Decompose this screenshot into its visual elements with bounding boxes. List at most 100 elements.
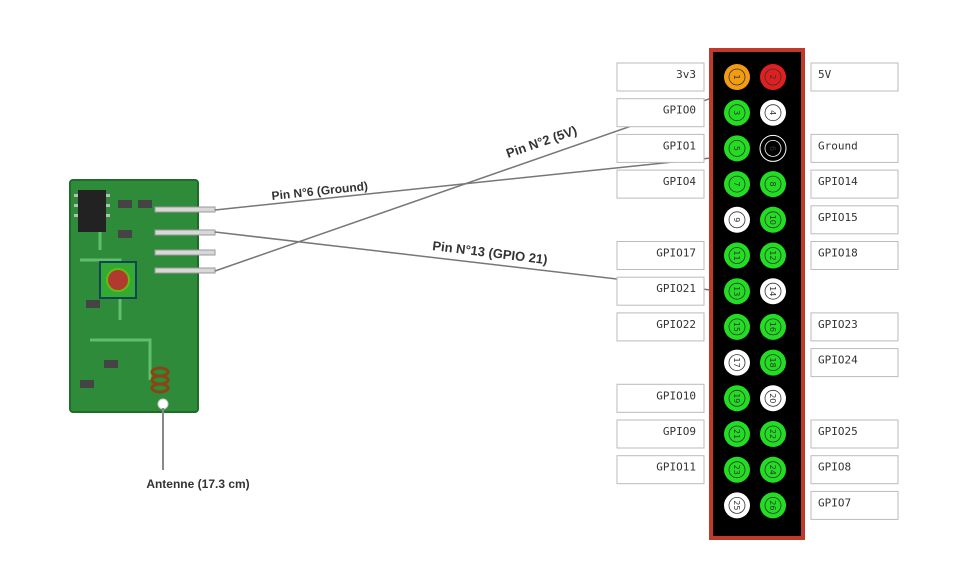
right-label-row11: GPIO25 [810, 419, 899, 449]
pin-23-number: 23 [732, 465, 741, 475]
wire-label-gpio21: Pin N°13 (GPIO 21) [432, 238, 549, 267]
pin-22-number: 22 [768, 429, 777, 439]
left-label-text: GPIO4 [663, 175, 696, 188]
pin-18: 18 [760, 349, 786, 376]
left-label-text: GPIO17 [656, 247, 696, 260]
pin-10: 10 [760, 206, 786, 233]
pin-12-number: 12 [768, 250, 777, 260]
right-label-row6: GPIO18 [810, 241, 899, 270]
right-label-text: GPIO7 [818, 496, 851, 509]
pin-2: 2 [760, 64, 786, 90]
pin-11-ring [728, 247, 746, 264]
pin-26-pad [760, 492, 786, 519]
right-label-box [810, 241, 899, 270]
right-label-box [810, 62, 899, 92]
left-label-row7: GPIO21 [616, 276, 705, 306]
pin-3: 3 [724, 99, 750, 126]
left-label-text: GPIO0 [663, 104, 696, 117]
pin-3-ring [728, 104, 746, 122]
right-label-row5: GPIO15 [810, 205, 899, 235]
module-pin-2 [154, 229, 216, 236]
pin-12: 12 [760, 242, 786, 269]
wire-label-5v: Pin N°2 (5V) [504, 123, 579, 161]
pin-26-number: 26 [768, 500, 777, 510]
pin-22-pad [760, 421, 786, 447]
left-label-box [616, 383, 705, 413]
right-label-row1: 5V [810, 62, 899, 92]
left-label-row11: GPIO9 [616, 419, 705, 449]
right-label-text: 5V [818, 68, 832, 81]
left-label-row10: GPIO10 [616, 383, 705, 413]
pin-23-pad [724, 456, 750, 483]
left-label-box [616, 455, 705, 485]
pin-20-number: 20 [768, 393, 777, 403]
pin-13: 13 [724, 278, 750, 305]
pin-18-number: 18 [768, 358, 777, 368]
right-label-box [810, 205, 899, 235]
left-label-box [616, 62, 705, 92]
pin-13-ring [728, 282, 746, 300]
pin-10-ring [764, 211, 782, 229]
pin-13-number: 13 [732, 286, 741, 296]
pin-24-number: 24 [768, 465, 777, 475]
pin-10-pad [760, 206, 786, 233]
pin-15-ring [728, 318, 746, 336]
pin-14-pad [760, 278, 786, 305]
pin-7: 7 [724, 171, 750, 198]
pin-5: 5 [724, 135, 750, 162]
right-label-box [810, 133, 899, 163]
pin-14: 14 [760, 278, 786, 305]
left-label-text: GPIO1 [663, 139, 696, 152]
right-label-box [810, 455, 899, 485]
antenna-label: Antenne (17.3 cm) [146, 477, 249, 491]
pin-7-pad [724, 171, 750, 198]
pin-17-pad [724, 349, 750, 376]
pin-25: 25 [724, 492, 750, 519]
pin-9-pad [724, 206, 750, 233]
right-label-box [810, 490, 899, 520]
right-label-box [810, 419, 899, 449]
pin-24-pad [760, 456, 786, 483]
pin-2-ring [764, 68, 782, 86]
pin-5-pad [724, 135, 750, 162]
pin-20: 20 [760, 385, 786, 412]
left-label-text: GPIO22 [656, 318, 696, 331]
pin-21-ring [728, 425, 746, 443]
left-label-text: 3v3 [676, 68, 696, 81]
right-label-box [810, 312, 899, 342]
pin-22-ring [764, 425, 782, 443]
pin-2-number: 2 [768, 74, 777, 79]
pin-1-ring [728, 68, 746, 86]
left-label-text: GPIO21 [656, 282, 696, 295]
pin-19: 19 [724, 385, 750, 412]
left-label-text: GPIO9 [663, 425, 696, 438]
left-label-row2: GPIO0 [616, 98, 705, 128]
left-label-box [616, 169, 705, 199]
pin-11: 11 [724, 242, 750, 269]
pin-16: 16 [760, 313, 786, 340]
module-pin-1 [154, 206, 216, 213]
pin-1-pad [724, 64, 750, 90]
inductor-coil [150, 366, 170, 394]
right-label-text: GPIO15 [818, 211, 858, 224]
pin-15: 15 [724, 313, 750, 340]
right-label-text: GPIO14 [818, 175, 858, 188]
pin-3-number: 3 [732, 110, 741, 115]
pin-16-pad [760, 313, 786, 340]
pin-4: 4 [760, 99, 786, 126]
right-label-text: Ground [818, 139, 858, 152]
pin-18-pad [760, 349, 786, 376]
pin-9: 9 [724, 206, 750, 233]
pin-11-pad [724, 242, 750, 269]
right-label-row13: GPIO7 [810, 490, 899, 520]
pin-9-ring [728, 211, 746, 229]
right-label-row3: Ground [810, 133, 899, 163]
left-label-text: GPIO10 [656, 389, 696, 402]
right-label-text: GPIO8 [818, 461, 851, 474]
pin-25-number: 25 [732, 500, 741, 510]
right-label-box [810, 169, 899, 199]
pin-4-pad [760, 99, 786, 126]
pin-21-pad [724, 421, 750, 447]
